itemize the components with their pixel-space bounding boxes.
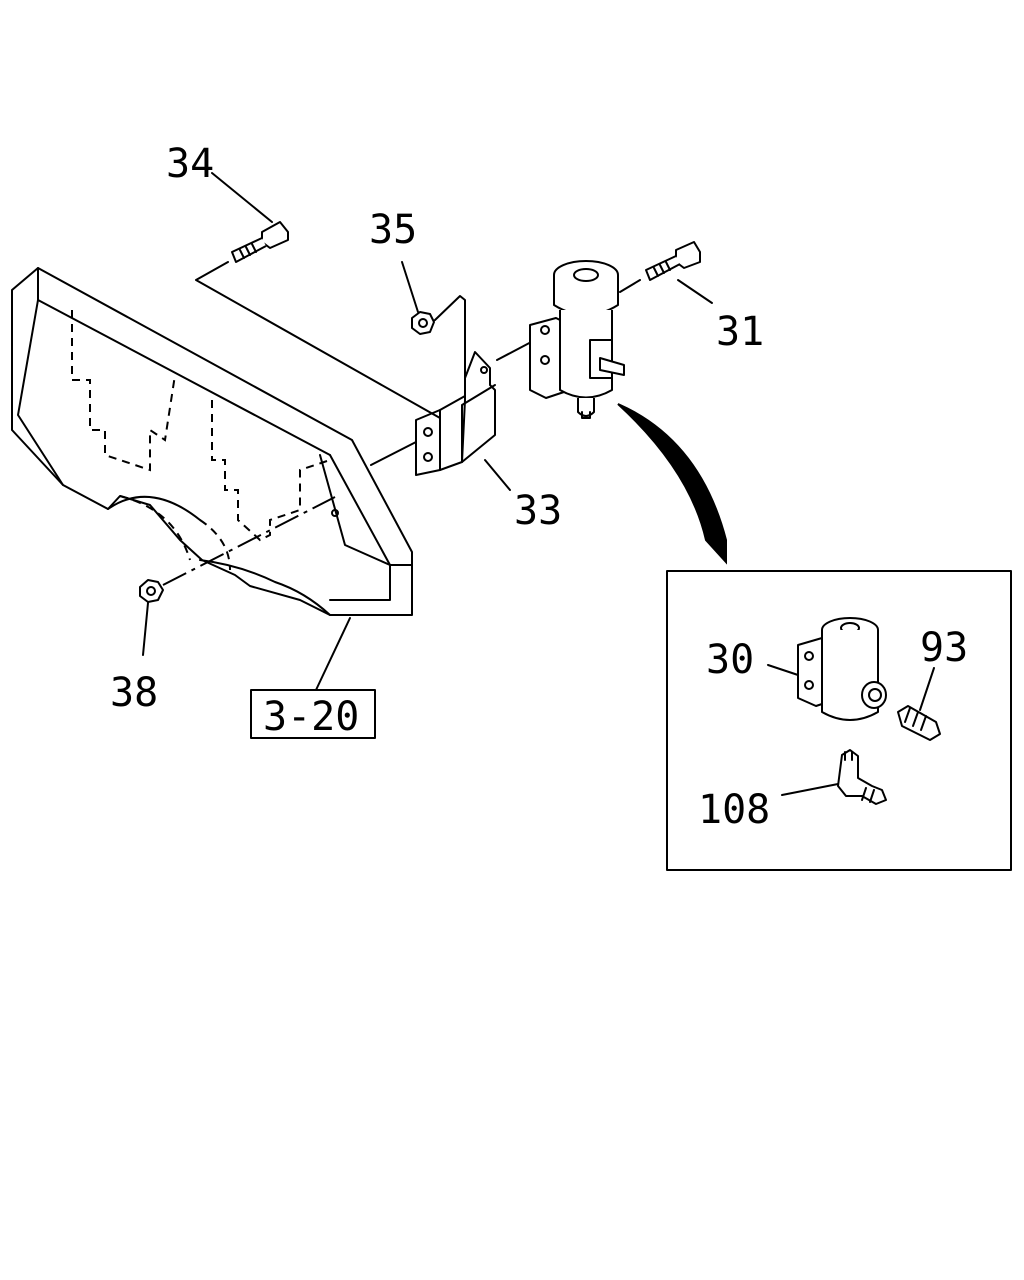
callout-30: 30 <box>706 637 754 683</box>
bolt-31 <box>619 241 713 304</box>
frame-crossmember <box>11 267 413 616</box>
callout-108: 108 <box>698 787 770 833</box>
valve-assembly <box>496 260 625 419</box>
detail-arrow <box>617 403 727 565</box>
nut-38 <box>139 496 336 656</box>
callout-38: 38 <box>110 670 158 716</box>
callout-93: 93 <box>920 625 968 671</box>
callout-31: 31 <box>716 309 764 355</box>
callout-35: 35 <box>369 207 417 253</box>
nut-35 <box>401 261 435 335</box>
detail-box <box>666 570 1012 871</box>
bolt-34 <box>195 172 441 419</box>
reference-callout <box>250 617 376 739</box>
reference-box-label: 3-20 <box>263 694 359 740</box>
bracket-33 <box>370 295 511 491</box>
callout-34: 34 <box>166 141 214 187</box>
callout-33: 33 <box>514 488 562 534</box>
